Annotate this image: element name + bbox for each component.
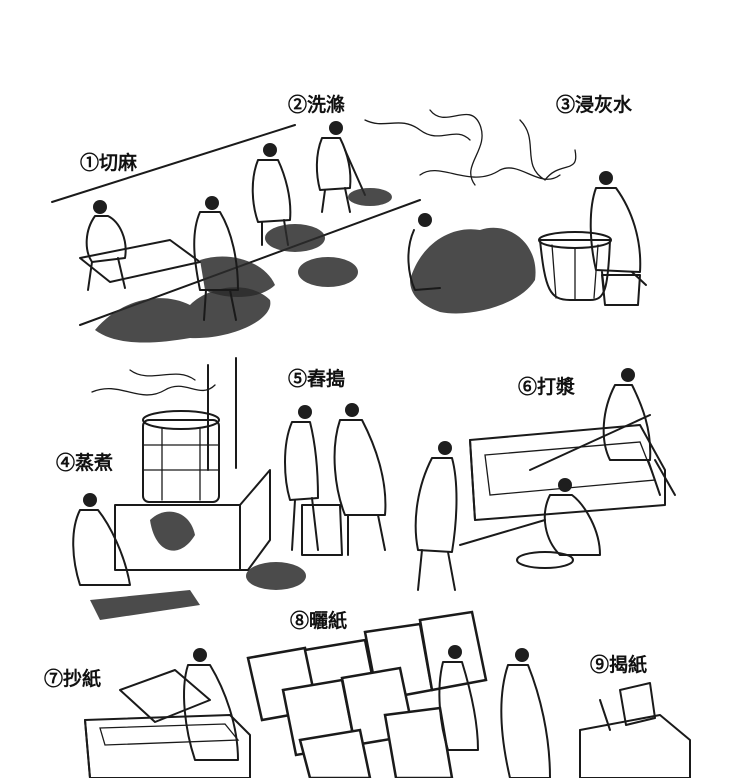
scene-peeling-sheets [579, 682, 691, 778]
step-label-3: ③浸灰水 [556, 94, 633, 116]
scene-steaming [72, 357, 306, 620]
step-label-5: ⑤舂搗 [288, 368, 346, 390]
scene-washing [251, 121, 392, 287]
scene-drying-sheets [246, 610, 551, 778]
scene-lime-water [364, 109, 647, 314]
step-label-9: ⑨揭紙 [590, 654, 648, 676]
step-label-1: ①切麻 [80, 152, 138, 174]
scene-pounding [284, 403, 387, 556]
step-label-7: ⑦抄紙 [44, 668, 102, 690]
step-label-2: ②洗滌 [288, 94, 346, 116]
step-label-6: ⑥打漿 [518, 376, 576, 398]
scene-forming-sheets [84, 648, 251, 778]
step-label-8: ⑧曬紙 [290, 610, 348, 632]
scene-beating-pulp [414, 368, 676, 591]
step-label-4: ④蒸煮 [56, 452, 114, 474]
scene-cutting-hemp [51, 124, 421, 343]
